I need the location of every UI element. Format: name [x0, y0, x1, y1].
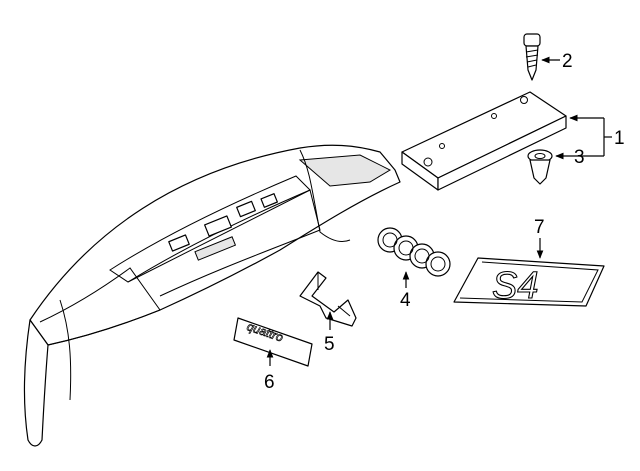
mounting-plate — [401, 91, 567, 191]
callout-7: 7 — [534, 217, 545, 238]
callout-6: 6 — [264, 372, 275, 393]
model-badge: S4 — [453, 257, 605, 308]
bracket — [299, 271, 357, 327]
callout-3: 3 — [574, 147, 585, 168]
clip-nut — [527, 149, 553, 185]
leader-lines — [266, 56, 612, 366]
callout-2: 2 — [562, 51, 573, 72]
model-badge-text: S4 — [492, 265, 538, 307]
callout-4: 4 — [400, 290, 411, 311]
word-badge: quattro — [233, 317, 313, 367]
trunk-lid — [23, 144, 401, 447]
screw — [523, 33, 541, 81]
rings-emblem — [377, 227, 451, 277]
callout-1: 1 — [614, 128, 625, 149]
callout-5: 5 — [324, 334, 335, 355]
